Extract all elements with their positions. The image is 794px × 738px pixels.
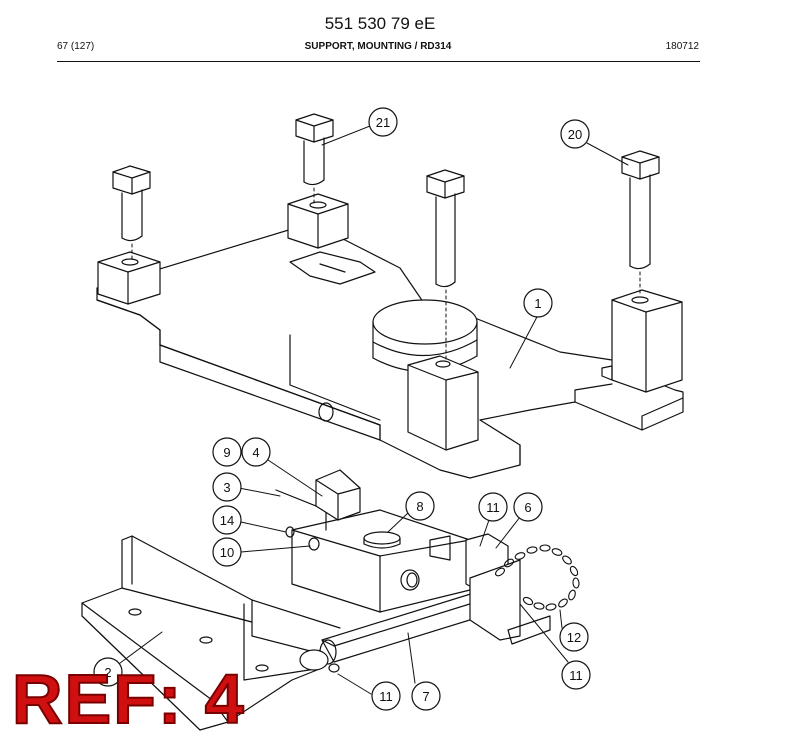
svg-text:7: 7 [422,689,429,704]
bolt-center [426,169,465,361]
corner-block-right [601,289,683,393]
svg-text:20: 20 [568,127,582,142]
callout-6: 6 [513,492,543,522]
svg-text:9: 9 [223,445,230,460]
callout-20: 20 [560,119,590,149]
svg-text:11: 11 [379,689,393,704]
callout-7: 7 [411,681,441,711]
callout-9: 9 [212,437,242,467]
header-divider [57,61,700,62]
page-reference: 67 (127) [57,41,95,52]
svg-text:4: 4 [252,445,259,460]
svg-text:8: 8 [416,499,423,514]
pin [400,569,420,591]
svg-text:2: 2 [104,665,111,680]
angle-bracket [121,535,341,681]
callout-4: 4 [241,437,271,467]
callout-2: 2 [93,657,123,687]
lever [238,457,361,521]
svg-text:3: 3 [223,480,230,495]
svg-text:21: 21 [376,115,390,130]
reference-stamp: REF: 4 [11,660,246,738]
callout-12: 12 [559,622,589,652]
callout-11-upper: 11 [478,492,508,522]
cap [363,512,409,549]
knob-pin [299,649,372,695]
corner-block-middle [287,193,349,249]
svg-text:12: 12 [567,630,581,645]
callout-8: 8 [405,491,435,521]
bolt-21 [295,113,371,205]
callout-10: 10 [212,537,242,567]
callout-14: 14 [212,505,242,535]
bolt-20 [586,142,660,297]
chain [495,544,580,629]
document-number: 551 530 79 eE [324,14,436,33]
revision-code: 180712 [665,41,699,52]
screws [240,521,320,553]
bolt-left [112,165,151,261]
section-title: SUPPORT, MOUNTING / RD314 [304,41,452,52]
callout-3: 3 [212,472,242,502]
svg-text:11: 11 [569,668,583,683]
mounting-plate [96,221,684,479]
callout-1: 1 [523,288,553,318]
svg-text:14: 14 [220,513,234,528]
svg-text:6: 6 [524,500,531,515]
callout-21: 21 [368,107,398,137]
header-row: 67 (127) SUPPORT, MOUNTING / RD314 18071… [57,41,699,57]
callout-11-lower: 11 [371,681,401,711]
svg-text:1: 1 [534,296,541,311]
corner-block-left [97,251,161,305]
callout-11-right: 11 [561,660,591,690]
svg-text:11: 11 [486,500,500,515]
svg-text:10: 10 [220,545,234,560]
